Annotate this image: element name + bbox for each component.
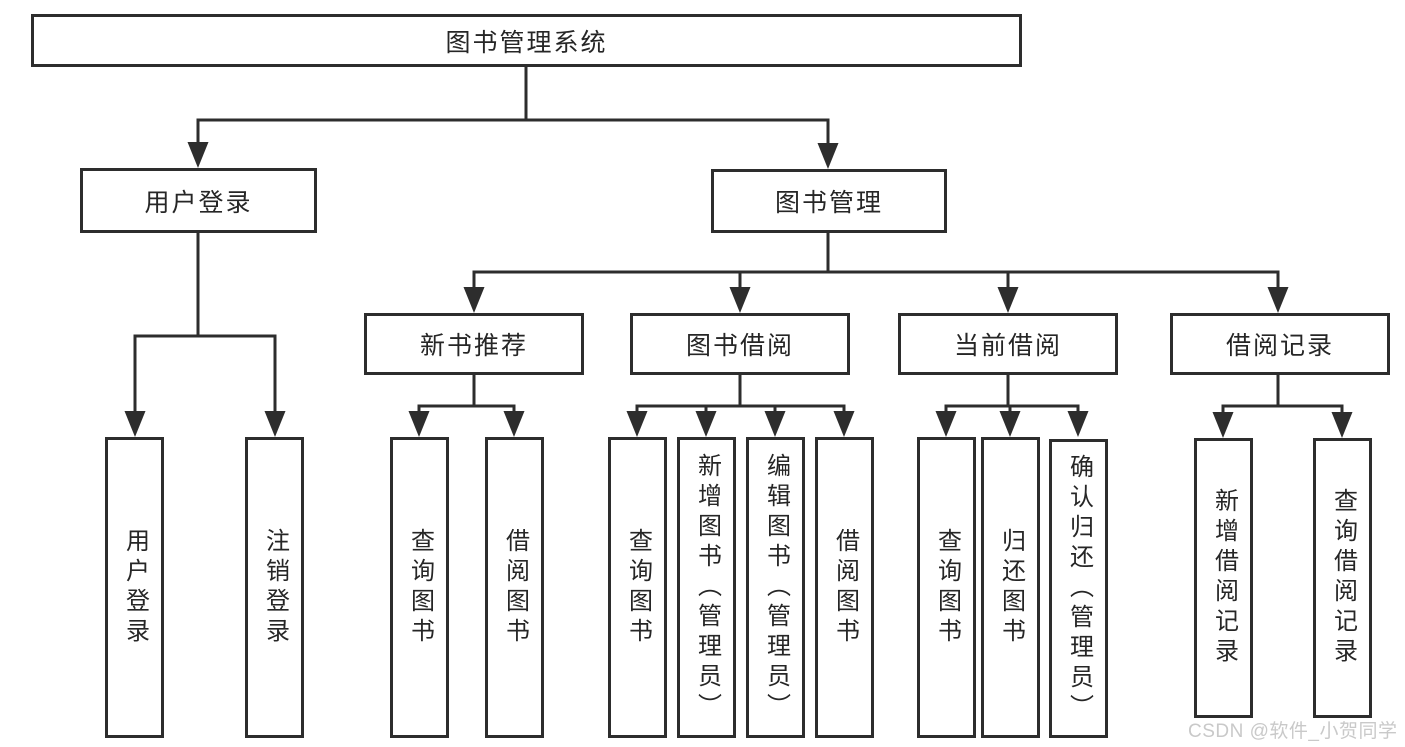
arrow-borrow-records [1267,287,1289,313]
leaf-logout-login-label: 注销登录 [261,527,289,648]
leaf-add-borrow-record: 新增借阅记录 [1194,438,1253,718]
connector-book-borrow-rail [635,375,846,421]
arrow-leaf-borrow-books-2 [833,411,855,437]
leaf-user-login-label: 用户登录 [121,527,149,648]
connector-user-login-rail [133,233,277,421]
connector-borrow-records-rail [1221,375,1344,422]
node-root: 图书管理系统 [31,14,1022,67]
node-book-management: 图书管理 [711,169,947,233]
node-user-login: 用户登录 [80,168,317,233]
leaf-borrow-books-2-label: 借阅图书 [831,527,859,648]
node-borrow-records: 借阅记录 [1170,313,1390,375]
leaf-add-borrow-record-label: 新增借阅记录 [1210,488,1238,668]
arrow-current-borrow [997,287,1019,313]
leaf-return-books-label: 归还图书 [997,527,1025,648]
leaf-edit-books-admin-label: 编辑图书（管理员） [762,452,790,723]
connector-book-management-rail [472,233,1280,297]
leaf-logout-login: 注销登录 [245,437,304,738]
arrow-leaf-confirm-return [1067,411,1089,437]
arrow-leaf-borrow-books-1 [503,411,525,437]
arrow-leaf-edit-books [764,411,786,437]
leaf-query-books-1: 查询图书 [390,437,449,738]
watermark: CSDN @软件_小贺同学 [1188,721,1398,742]
arrow-leaf-add-books [695,411,717,437]
arrow-leaf-logout [264,411,286,437]
leaf-query-borrow-record-label: 查询借阅记录 [1329,488,1357,668]
node-new-book-recommend: 新书推荐 [364,313,584,375]
connector-level2-rail [196,118,830,153]
leaf-return-books: 归还图书 [981,437,1040,738]
leaf-query-books-1-label: 查询图书 [406,527,434,648]
leaf-query-books-2: 查询图书 [608,437,667,738]
arrow-book-borrow [729,287,751,313]
leaf-query-books-2-label: 查询图书 [624,527,652,648]
arrow-leaf-query-record [1331,412,1353,438]
leaf-query-books-3: 查询图书 [917,437,976,738]
leaf-query-borrow-record: 查询借阅记录 [1313,438,1372,718]
leaf-edit-books-admin: 编辑图书（管理员） [746,437,805,738]
leaf-confirm-return-admin-label: 确认归还（管理员） [1065,453,1093,724]
node-book-borrow: 图书借阅 [630,313,850,375]
arrow-book-management [817,143,839,169]
arrow-user-login [187,142,209,168]
leaf-add-books-admin-label: 新增图书（管理员） [693,452,721,723]
arrow-leaf-user-login [124,411,146,437]
arrow-leaf-add-record [1212,412,1234,438]
arrow-leaf-query-books-1 [408,411,430,437]
leaf-borrow-books-1: 借阅图书 [485,437,544,738]
leaf-add-books-admin: 新增图书（管理员） [677,437,736,738]
leaf-borrow-books-2: 借阅图书 [815,437,874,738]
connector-new-book-rail [417,375,516,421]
node-current-borrow: 当前借阅 [898,313,1118,375]
leaf-confirm-return-admin: 确认归还（管理员） [1049,439,1108,738]
arrow-leaf-query-books-2 [626,411,648,437]
leaf-borrow-books-1-label: 借阅图书 [501,527,529,648]
arrow-leaf-return-books [999,411,1021,437]
leaf-user-login: 用户登录 [105,437,164,738]
arrow-new-book-recommend [463,287,485,313]
arrow-leaf-query-books-3 [935,411,957,437]
leaf-query-books-3-label: 查询图书 [933,527,961,648]
